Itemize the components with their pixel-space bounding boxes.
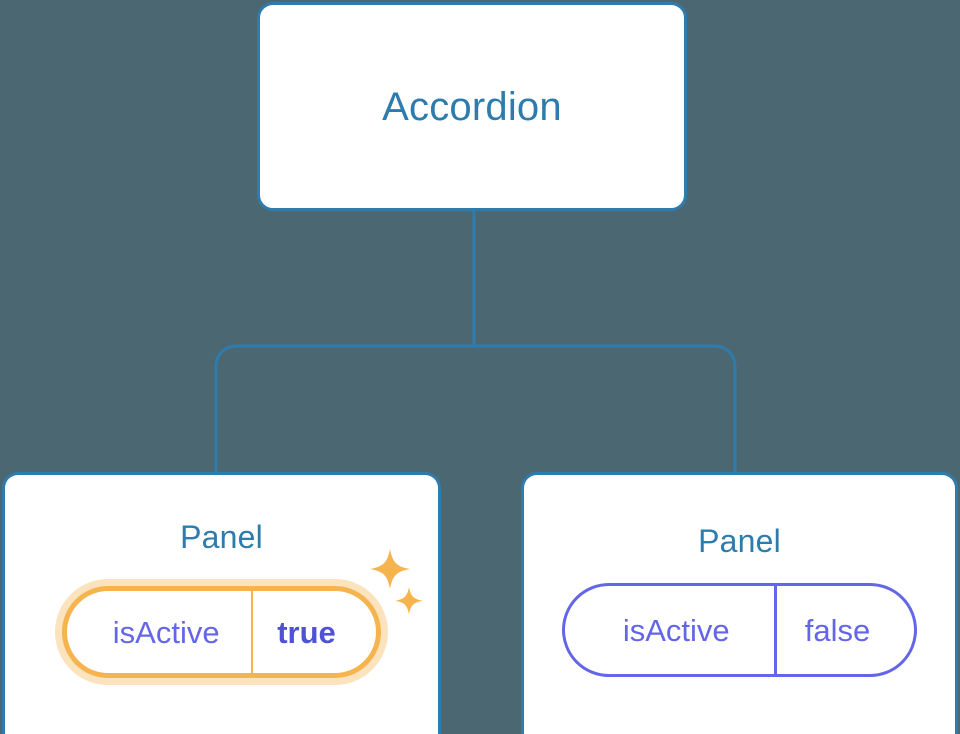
prop-pill-isactive-false[interactable]: isActive false [561, 583, 918, 677]
prop-value-false: false [804, 612, 871, 648]
prop-pill-highlight-glow: isActive true [55, 579, 388, 685]
prop-key-isactive: isActive [67, 591, 254, 673]
sparkle-large-icon [369, 549, 410, 589]
node-panel-active-body: Panel isActive true [5, 475, 438, 734]
prop-pill-inactive-wrap: isActive false [561, 583, 918, 677]
prop-value-true: true [277, 614, 336, 650]
connector-bus-right [474, 344, 737, 474]
node-panel-inactive-body: Panel isActive false [524, 475, 955, 734]
node-panel-inactive-title: Panel [698, 523, 781, 559]
node-panel-active[interactable]: Panel isActive true [2, 472, 441, 734]
prop-pill-active-wrap: isActive true [55, 549, 423, 685]
node-panel-active-title: Panel [180, 519, 263, 555]
prop-key-isactive: isActive [565, 586, 777, 674]
connector-bus-left [214, 344, 474, 474]
node-panel-inactive[interactable]: Panel isActive false [521, 472, 958, 734]
node-accordion-title: Accordion [382, 84, 562, 129]
sparkle-small-icon [395, 587, 423, 615]
node-accordion[interactable]: Accordion [257, 2, 687, 211]
prop-pill-isactive-true[interactable]: isActive true [62, 586, 381, 678]
